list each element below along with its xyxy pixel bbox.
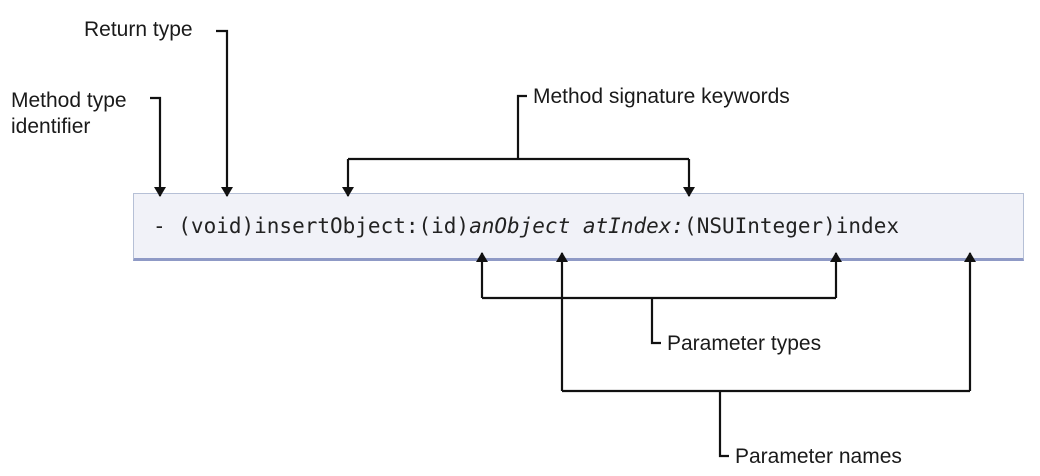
code-prefix: - (void)insertObject:(id) [153, 214, 470, 238]
names-stem [718, 391, 729, 458]
code-param-name-2: index [835, 214, 899, 238]
return-type-pointer [216, 29, 233, 197]
label-return-type: Return type [84, 18, 193, 41]
method-type-pointer [150, 96, 166, 197]
code-type-2: (NSUInteger) [684, 214, 836, 238]
label-method-type-identifier-line1: Method type [11, 89, 127, 112]
code-param-name-1: anObject [469, 214, 571, 238]
label-parameter-types: Parameter types [667, 332, 822, 355]
types-stem [650, 298, 661, 345]
label-parameter-names: Parameter names [735, 445, 902, 468]
code-box [133, 193, 1024, 261]
code-keyword-2: atIndex: [582, 214, 685, 238]
label-method-type-identifier-line2: identifier [11, 115, 91, 138]
method-declaration: - (void)insertObject:(id)anObject atInde… [153, 212, 899, 240]
keywords-stem [516, 94, 527, 159]
label-signature-keywords: Method signature keywords [533, 85, 790, 108]
